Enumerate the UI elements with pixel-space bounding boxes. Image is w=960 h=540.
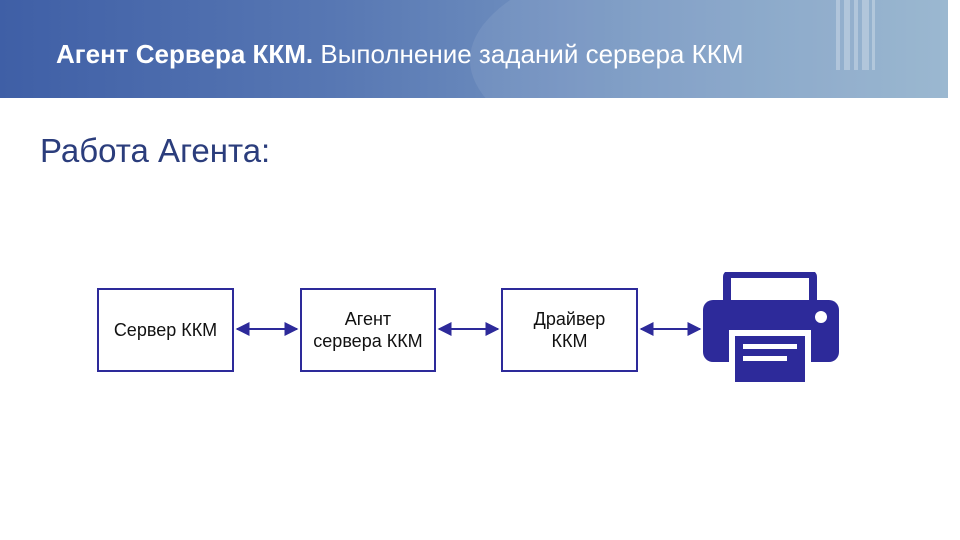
slide-title-rest: Выполнение заданий сервера ККМ: [320, 39, 744, 69]
node-driver-kkm: Драйвер ККМ: [501, 288, 638, 372]
slide-title: Агент Сервера ККМ. Выполнение заданий се…: [56, 40, 744, 69]
node-agent-server-kkm: Агент сервера ККМ: [300, 288, 436, 372]
node-driver-label-line-2: ККМ: [551, 331, 588, 351]
section-title: Работа Агента:: [40, 132, 271, 169]
banner-decoration: [470, 0, 948, 98]
node-agent-label-line-1: Агент: [344, 308, 392, 329]
banner-stripes-decoration: [836, 0, 876, 70]
node-server-kkm: Сервер ККМ: [97, 288, 234, 372]
slide-title-bold: Агент Сервера ККМ.: [56, 39, 314, 69]
printer-icon: [703, 272, 839, 386]
node-agent-label-line-2: сервера ККМ: [313, 331, 423, 351]
node-server-kkm-label: Сервер ККМ: [113, 319, 218, 340]
node-driver-label-line-1: Драйвер: [533, 308, 606, 329]
header-banner: Агент Сервера ККМ. Выполнение заданий се…: [0, 0, 948, 98]
